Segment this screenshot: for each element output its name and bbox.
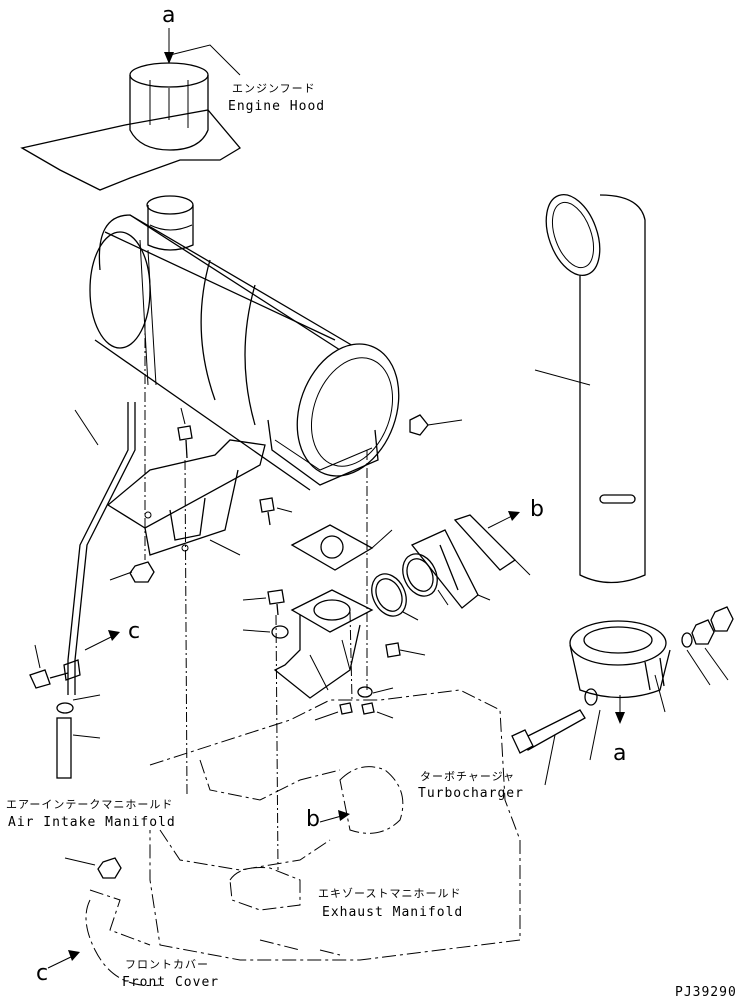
stud-elbow-right (385, 642, 426, 658)
engine-outline (89, 689, 521, 961)
callout-a-top-letter: a (162, 3, 175, 28)
callout-b-turbo-letter: b (306, 807, 320, 832)
callout-a-bottom-letter: a (613, 741, 626, 766)
tail-pipe (534, 194, 646, 584)
washer-nuts (584, 606, 734, 761)
flange-gasket (290, 524, 393, 571)
exhaust-manifold-label: エキゾーストマニホールド Exhaust Manifold (318, 887, 463, 920)
callout-a-top: a (162, 3, 175, 64)
front-cover-label-en: Front Cover (122, 975, 219, 990)
turbocharger-label-jp: ターボチャージャ (420, 770, 515, 783)
engine-hood-label: エンジンフード Engine Hood (228, 82, 325, 114)
front-cover-outline (85, 899, 161, 987)
engine-hood-label-jp: エンジンフード (232, 82, 316, 95)
callout-b-right: b (487, 497, 544, 529)
engine-hood (20, 44, 241, 191)
exhaust-elbow (273, 589, 374, 699)
callout-c-bottom-letter: c (36, 961, 48, 986)
turbocharger-label-en: Turbocharger (418, 786, 524, 801)
muffler (89, 195, 400, 491)
nut-bracket (109, 561, 155, 583)
nut-elbow (357, 686, 394, 698)
turbocharger-label: ターボチャージャ Turbocharger (418, 770, 524, 801)
clamp-bolt (511, 709, 586, 786)
exhaust-manifold-label-en: Exhaust Manifold (322, 905, 463, 920)
bolt-muffler-right (409, 414, 463, 436)
engine-hood-label-en: Engine Hood (228, 99, 325, 114)
exhaust-manifold-label-jp: エキゾーストマニホールド (318, 887, 461, 900)
air-intake-manifold-label: エアーインテークマニホールド Air Intake Manifold (6, 798, 176, 830)
bolt-elbow-top (242, 589, 285, 616)
callout-a-bottom: a (613, 695, 626, 766)
air-intake-label-jp: エアーインテークマニホールド (6, 798, 173, 811)
turbo-gasket (453, 514, 531, 576)
callout-b-right-letter: b (530, 497, 544, 522)
drawing-code: PJ39290 (675, 985, 737, 1000)
adapter-flange (410, 529, 491, 609)
collar-elbow (242, 625, 289, 639)
dipstick-tube (56, 402, 136, 779)
muffler-bracket (106, 439, 266, 556)
bolt-dipstick (29, 644, 81, 689)
front-cover-label: フロントカバー Front Cover (122, 958, 219, 990)
seal-rings (371, 553, 449, 621)
callout-c-bottom: c (36, 950, 80, 986)
nut-front (64, 857, 122, 879)
air-intake-label-en: Air Intake Manifold (8, 815, 176, 830)
bolt-bracket-right (259, 497, 293, 526)
bolt-bracket-top (177, 407, 193, 459)
callout-b-turbo: b (306, 807, 350, 832)
callout-c-left: c (84, 619, 140, 651)
front-cover-label-jp: フロントカバー (125, 958, 209, 971)
callout-c-left-letter: c (128, 619, 140, 644)
bolts-lower (314, 702, 394, 721)
center-lines (144, 320, 368, 871)
